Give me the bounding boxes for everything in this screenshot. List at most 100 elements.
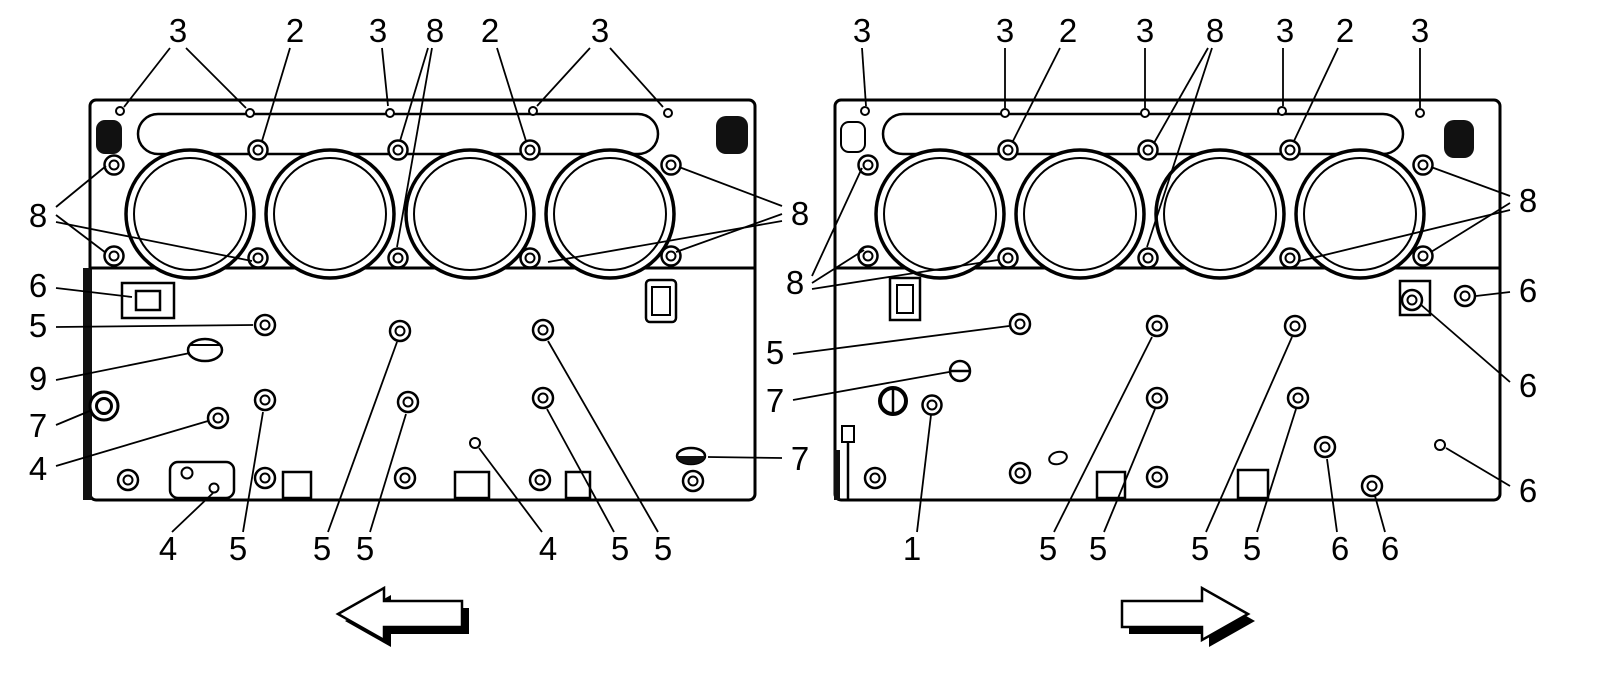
top-edge-hole <box>528 106 538 116</box>
top-edge-hole <box>385 108 395 118</box>
callout-5: 5 <box>313 530 331 567</box>
left-engine-block-view <box>83 98 757 502</box>
leader-line <box>811 249 865 284</box>
callout-3: 3 <box>1276 12 1294 49</box>
leader-line <box>242 411 264 533</box>
edge-shadow <box>834 450 840 500</box>
callout-7: 7 <box>791 440 809 477</box>
callout-5: 5 <box>1039 530 1057 567</box>
leader-line <box>707 456 783 459</box>
leader-line <box>678 166 783 207</box>
bottom-tab <box>168 460 236 500</box>
leader-line <box>55 420 209 467</box>
deck-bolt-hole <box>519 247 541 269</box>
small-hole <box>1434 439 1446 451</box>
callout-5: 5 <box>611 530 629 567</box>
callout-3: 3 <box>853 12 871 49</box>
right-boss <box>644 278 678 324</box>
leader-line <box>55 214 107 254</box>
side-bolt-hole <box>1008 461 1032 485</box>
tab-hole <box>208 482 220 494</box>
side-bolt-hole <box>1313 435 1337 459</box>
callout-6: 6 <box>1331 530 1349 567</box>
leader-line <box>811 259 999 290</box>
cylinder-bore <box>1154 148 1286 280</box>
callout-5: 5 <box>1243 530 1261 567</box>
callout-4: 4 <box>159 530 177 567</box>
leader-line <box>1153 47 1209 144</box>
leader-line <box>55 221 253 262</box>
side-bolt-hole <box>531 318 555 342</box>
callout-5: 5 <box>1191 530 1209 567</box>
side-bolt-hole <box>1008 312 1032 336</box>
callout-7: 7 <box>766 382 784 419</box>
side-bolt-hole <box>1286 386 1310 410</box>
side-bolt-hole <box>1145 314 1169 338</box>
callout-6: 6 <box>29 267 47 304</box>
leader-line <box>369 413 407 533</box>
top-edge-hole <box>1415 108 1425 118</box>
leader-line <box>478 447 543 533</box>
leader-line <box>1146 47 1213 248</box>
leader-line <box>675 213 783 253</box>
callout-3: 3 <box>169 12 187 49</box>
large-port-hole <box>88 390 120 422</box>
side-bolt-hole <box>1283 314 1307 338</box>
leader-line <box>1299 209 1511 262</box>
leader-line <box>1475 291 1511 297</box>
deck-bolt-hole <box>1279 247 1301 269</box>
leader-line <box>261 47 291 142</box>
bottom-tab <box>281 470 313 500</box>
leader-line <box>496 47 527 142</box>
leader-line <box>536 47 591 107</box>
side-bolt-hole <box>116 468 140 492</box>
leader-line <box>1012 47 1061 142</box>
top-edge-hole <box>1277 106 1287 116</box>
leader-line <box>811 167 863 277</box>
deck-bolt-hole <box>660 154 682 176</box>
side-bolt-hole <box>1360 474 1384 498</box>
callout-2: 2 <box>1336 12 1354 49</box>
left-direction-arrow-icon <box>335 585 469 647</box>
deck-dowel-hole <box>247 139 269 161</box>
side-bolt-hole <box>206 406 230 430</box>
small-oval-hole <box>1048 450 1068 466</box>
leader-line <box>1103 408 1156 533</box>
callout-8: 8 <box>426 12 444 49</box>
callout-6: 6 <box>1519 272 1537 309</box>
square-hole-boss <box>120 281 176 320</box>
callout-5: 5 <box>1089 530 1107 567</box>
deck-edge-shadow <box>83 268 92 500</box>
callout-3: 3 <box>591 12 609 49</box>
callout-5: 5 <box>654 530 672 567</box>
corner-feature-left <box>840 121 866 153</box>
cylinder-bore <box>404 148 536 280</box>
side-bolt-hole <box>396 390 420 414</box>
cylinder-bore <box>1014 148 1146 280</box>
leader-line <box>1205 336 1293 533</box>
cylinder-bore <box>1294 148 1426 280</box>
callout-3: 3 <box>369 12 387 49</box>
deck-dowel-hole <box>519 139 541 161</box>
deck-bolt-hole <box>103 154 125 176</box>
deck-dowel-hole <box>997 139 1019 161</box>
oil-gallery-shade <box>677 456 705 464</box>
side-bolt-hole <box>863 466 887 490</box>
leader-line <box>55 287 133 298</box>
callout-5: 5 <box>229 530 247 567</box>
large-port-hole-inner <box>95 397 113 415</box>
bottom-tab <box>564 470 592 500</box>
tab-hole <box>180 466 194 480</box>
callout-8: 8 <box>786 264 804 301</box>
cylinder-bore <box>264 148 396 280</box>
bottom-tab <box>1236 468 1270 500</box>
callout-2: 2 <box>1059 12 1077 49</box>
deck-bolt-hole <box>1137 247 1159 269</box>
callout-5: 5 <box>766 334 784 371</box>
deck-bolt-hole <box>857 245 879 267</box>
leader-line <box>546 408 615 533</box>
leader-line <box>1256 408 1297 533</box>
callout-3: 3 <box>1136 12 1154 49</box>
callout-6: 6 <box>1519 367 1537 404</box>
